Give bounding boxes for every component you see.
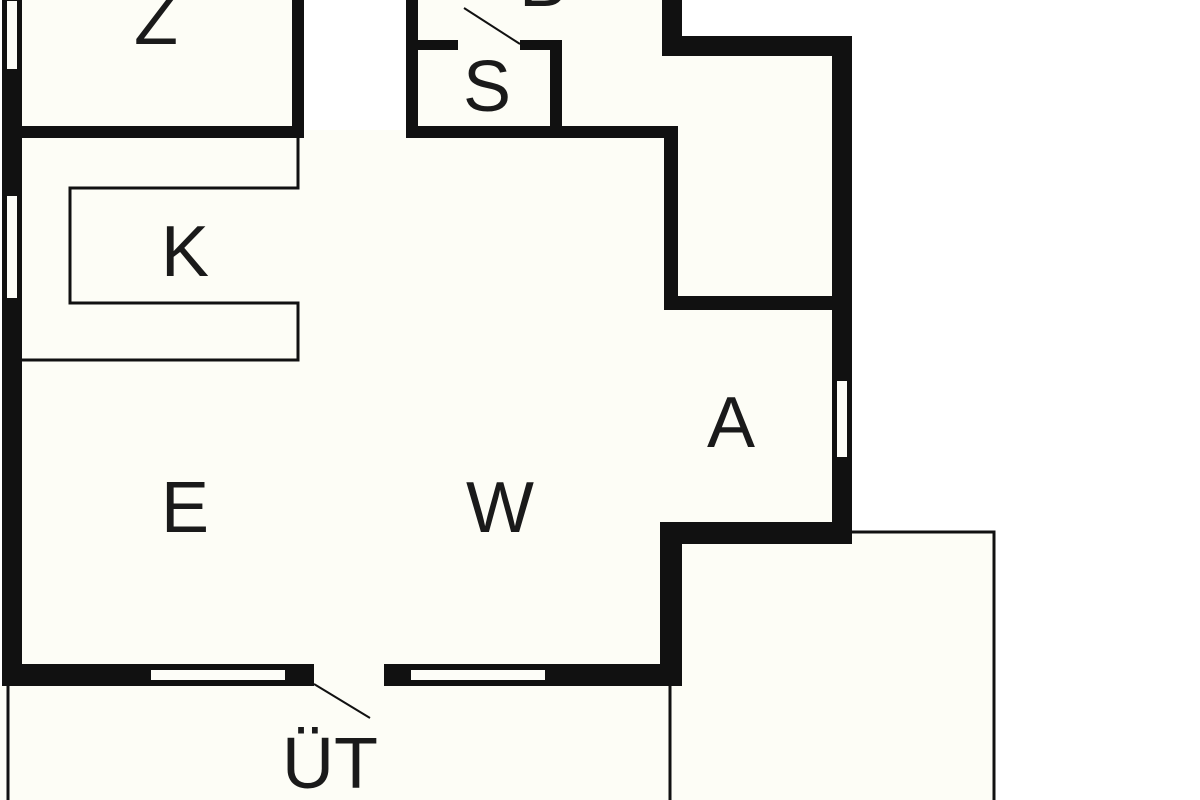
bath-storage-divider (418, 40, 458, 50)
room-label-a: A (707, 383, 755, 463)
room-label-s: S (463, 47, 511, 127)
closet-bottom-wall (664, 296, 834, 310)
side-terrace-floor (670, 532, 994, 800)
bath-storage-divider-right (520, 40, 562, 50)
side-terrace-outline (852, 530, 996, 800)
windows (5, 0, 849, 686)
bath-door-swing (463, 7, 521, 45)
z-room-right-wall (292, 0, 304, 138)
room-label-ut: ÜT (282, 724, 378, 800)
room-label-b: B (519, 0, 567, 22)
room-labels: Z B S K A E W ÜT (134, 0, 755, 800)
storage-bottom-wall (406, 126, 676, 138)
window-bottom-left (149, 668, 287, 682)
room-label-w: W (466, 468, 534, 548)
top-right-wall-horizontal (662, 36, 852, 56)
window-left-mid (5, 194, 19, 300)
entrance-opening (314, 664, 384, 686)
window-bottom-right (409, 668, 547, 682)
doors (313, 7, 521, 719)
main-floor (22, 0, 840, 668)
thin-outlines (6, 138, 996, 800)
closet-left-wall (664, 126, 678, 310)
kitchen-counter-outline (22, 138, 300, 362)
entrance-door-swing (313, 683, 371, 719)
lower-right-wall-vertical (660, 522, 682, 686)
room-label-e: E (161, 468, 209, 548)
floor-areas (0, 0, 994, 800)
storage-right-wall (550, 40, 562, 138)
terrace-floor (0, 686, 670, 800)
room-label-z: Z (134, 0, 178, 60)
right-exterior-wall (832, 36, 852, 544)
room-label-k: K (161, 212, 209, 292)
z-room-bottom-wall (22, 126, 304, 138)
bath-left-wall (406, 0, 418, 138)
lower-right-wall-horizontal (662, 522, 852, 544)
window-right (835, 379, 849, 459)
left-exterior-wall (2, 0, 22, 686)
window-left-top (5, 0, 19, 71)
